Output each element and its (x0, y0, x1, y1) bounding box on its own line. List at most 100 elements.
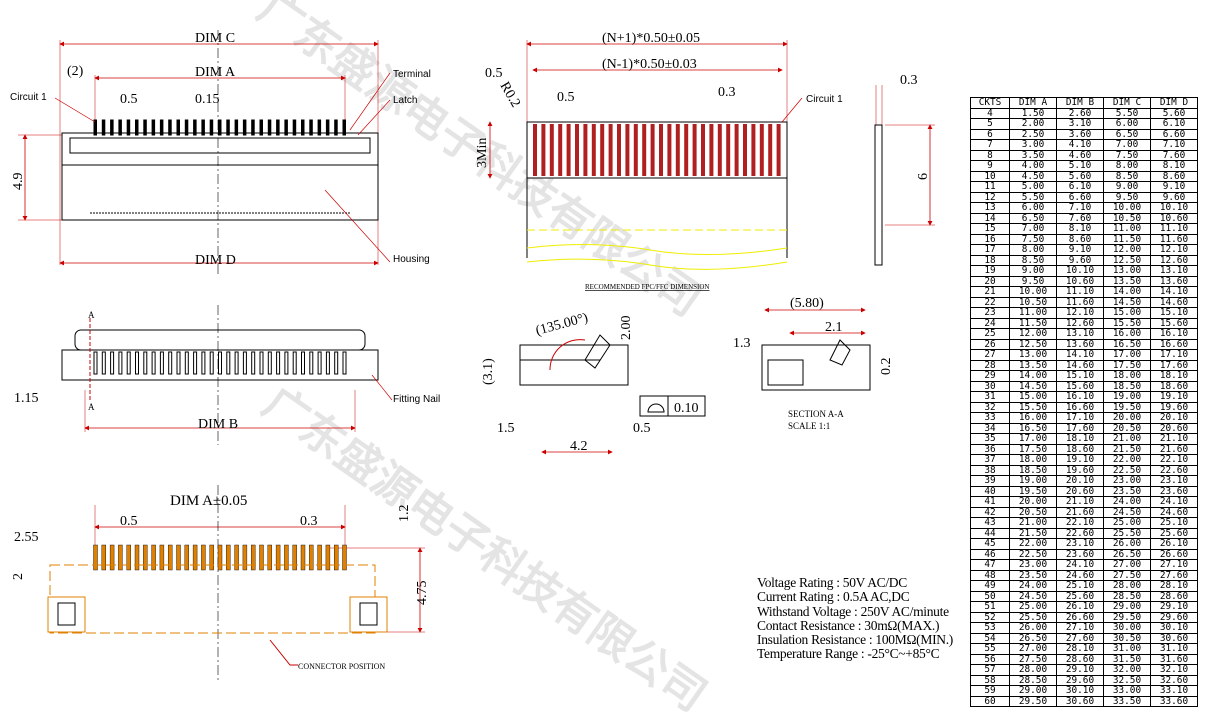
terminal-pin (317, 119, 322, 136)
fpc-contact (684, 124, 689, 176)
r02-label: R0.2 (497, 80, 523, 111)
table-cell: 14 (970, 212, 1010, 224)
side-03-label: 0.3 (900, 73, 918, 88)
terminal-pin (234, 351, 239, 375)
pcb-dim-a-label: DIM A±0.05 (170, 493, 247, 509)
terminal-pin (325, 351, 330, 375)
side-6-label: 6 (916, 173, 931, 180)
fpc-contact (734, 124, 739, 176)
table-cell: 30 (970, 380, 1010, 392)
table-cell: 14.10 (1150, 286, 1198, 298)
section-aa-view (761, 339, 871, 391)
terminal-pin (209, 119, 214, 136)
table-cell: 33 (970, 412, 1010, 424)
terminal-pin (309, 119, 313, 136)
terminal-pin (234, 119, 239, 136)
table-cell: 4.60 (1056, 149, 1104, 161)
table-cell: 32 (970, 401, 1010, 413)
table-cell: 23.60 (1150, 485, 1198, 497)
table-cell: 49 (970, 580, 1010, 592)
solder-pad (151, 544, 156, 571)
table-cell: 10.60 (1150, 212, 1198, 224)
table-cell: 11.60 (1150, 233, 1198, 245)
table-cell: 31.60 (1150, 653, 1198, 665)
n-plus-label: (N+1)*0.50±0.05 (602, 31, 700, 46)
terminal-pin (110, 119, 114, 136)
fpc-05b-label: 0.5 (557, 90, 575, 105)
d42-label: 4.2 (570, 439, 588, 454)
table-cell: 14.00 (1103, 286, 1151, 298)
d31-label: (3.1) (481, 358, 496, 385)
fpc-contact (701, 124, 705, 176)
table-cell: 25.60 (1150, 527, 1198, 539)
terminal-pin (334, 119, 338, 136)
terminal-pin (342, 351, 347, 375)
specifications: Voltage Rating : 50V AC/DC Current Ratin… (757, 575, 953, 662)
table-cell: 24.00 (1009, 580, 1057, 592)
table-cell: 6.60 (1150, 128, 1198, 140)
table-cell: 23.00 (1009, 559, 1057, 571)
table-cell: 7.60 (1056, 212, 1104, 224)
table-cell: 23.50 (1103, 485, 1151, 497)
table-cell: 3.00 (1009, 139, 1057, 151)
d13-label: 1.3 (733, 336, 751, 351)
table-cell: 36 (970, 443, 1010, 455)
solder-pad (101, 544, 107, 571)
table-cell: 12.50 (1009, 338, 1057, 350)
table-cell: 2.00 (1009, 118, 1057, 130)
solder-pad (234, 544, 239, 571)
table-cell: 21 (970, 286, 1010, 298)
n-minus-label: (N-1)*0.50±0.03 (602, 57, 697, 72)
terminal-pin (226, 351, 231, 375)
table-cell: 20.50 (1009, 506, 1057, 518)
d115-label: 1.15 (14, 391, 39, 406)
terminal-pin (209, 351, 214, 375)
table-cell: 16.60 (1056, 401, 1104, 413)
solder-pad (201, 544, 206, 571)
fpc-03-label: 0.3 (718, 85, 736, 100)
table-cell: 12.50 (1103, 254, 1151, 266)
solder-pad (209, 544, 214, 571)
table-cell: 11.00 (1103, 223, 1151, 235)
solder-pad (300, 544, 306, 571)
terminal-pin (334, 351, 339, 375)
fpc-contact (533, 124, 537, 176)
table-cell: 16.10 (1150, 328, 1198, 340)
housing-label: Housing (393, 254, 430, 265)
terminal-pin (317, 351, 322, 375)
table-cell: 11.10 (1150, 223, 1198, 235)
table-cell: 26.10 (1056, 601, 1104, 613)
table-cell: 34 (970, 422, 1010, 434)
table-cell: 11.50 (1103, 233, 1151, 245)
table-cell: 21.10 (1056, 496, 1104, 508)
table-cell: 24.10 (1056, 559, 1104, 571)
table-cell: 59 (970, 685, 1010, 697)
table-cell: 31 (970, 391, 1010, 403)
table-cell: 46 (970, 548, 1010, 560)
solder-pad (325, 544, 331, 571)
table-cell: 29.00 (1103, 601, 1151, 613)
pcb-12-label: 1.2 (397, 505, 412, 523)
dim-b-label: DIM B (198, 417, 238, 432)
terminal-pin (242, 119, 247, 136)
terminal-pin (201, 351, 206, 375)
terminal-label: Terminal (393, 69, 431, 80)
fpc-contact (617, 124, 621, 176)
table-cell: 16.10 (1056, 391, 1104, 403)
pcb-03-label: 0.3 (300, 514, 318, 529)
solder-pad (342, 544, 347, 571)
table-cell: 28.60 (1056, 653, 1104, 665)
